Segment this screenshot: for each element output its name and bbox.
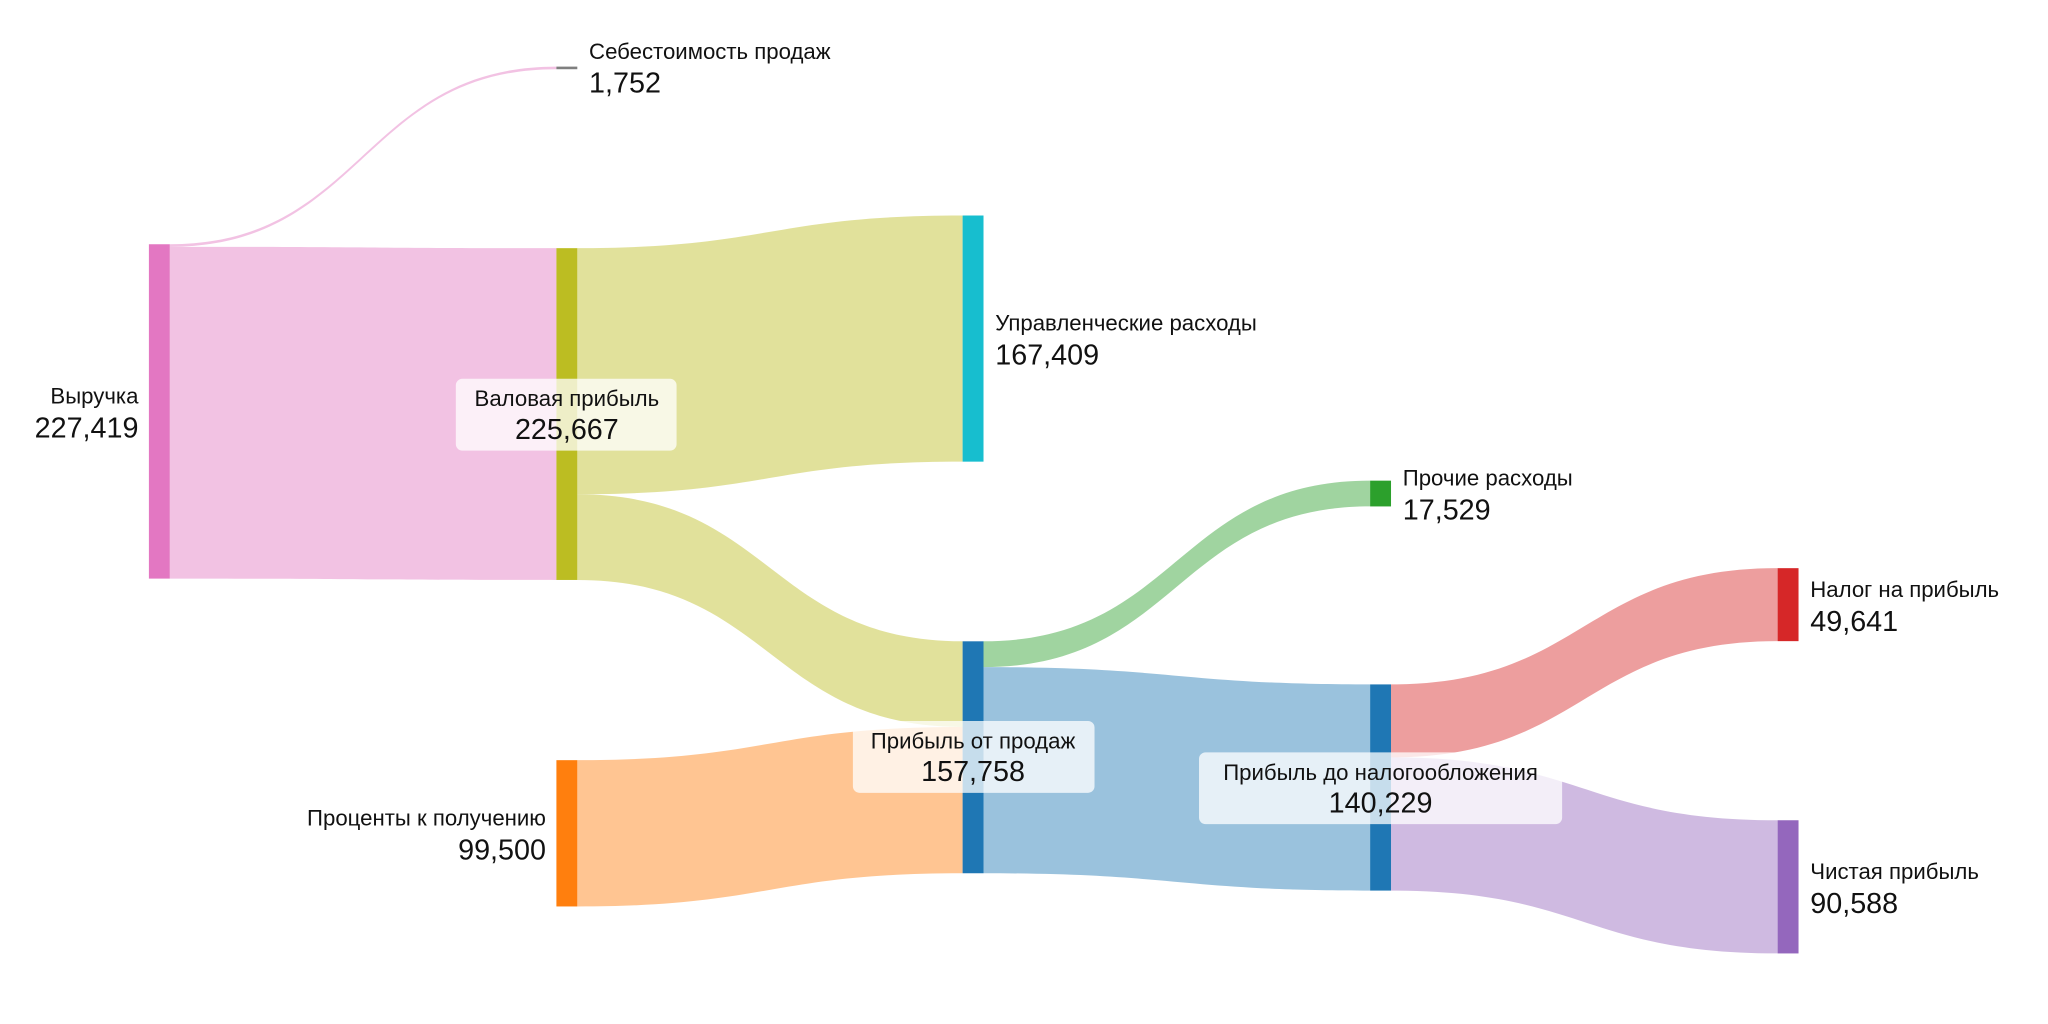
node-net	[1777, 820, 1799, 954]
labels-layer: Выручка 227,419 Себестоимость продаж 1,752В…	[35, 39, 1999, 920]
node-cogs	[556, 66, 578, 70]
label-box-pretax	[1199, 752, 1563, 825]
node-value-tax: 49,641	[1810, 606, 1898, 638]
node-label-pretax: Прибыль до налогообложения	[1223, 760, 1538, 785]
node-value-sales_profit: 157,758	[921, 756, 1025, 788]
node-value-revenue: 227,419	[35, 413, 139, 445]
node-label-tax: Налог на прибыль	[1810, 577, 1999, 602]
node-label-revenue: Выручка	[50, 384, 139, 409]
node-interest	[556, 760, 578, 907]
label-box-gross	[455, 378, 677, 451]
link-pretax-to-tax	[1391, 568, 1778, 758]
node-value-interest: 99,500	[458, 834, 546, 866]
link-revenue-to-cogs	[169, 66, 557, 247]
node-tax	[1777, 568, 1799, 642]
link-gross-to-admin	[577, 215, 963, 495]
node-label-admin: Управленческие расходы	[995, 311, 1257, 336]
node-label-sales_profit: Прибыль от продаж	[871, 728, 1076, 753]
link-revenue-to-gross	[169, 246, 557, 580]
node-value-pretax: 140,229	[1329, 787, 1433, 819]
node-value-gross: 225,667	[515, 414, 619, 446]
node-value-cogs: 1,752	[589, 68, 661, 100]
node-revenue	[148, 244, 170, 579]
node-label-cogs: Себестоимость продаж	[589, 39, 831, 64]
node-label-interest: Проценты к получению	[307, 805, 546, 830]
label-box-sales_profit	[852, 720, 1095, 793]
node-value-net: 90,588	[1810, 888, 1898, 920]
link-gross-to-sales_profit	[577, 494, 963, 727]
node-value-other: 17,529	[1403, 495, 1491, 527]
node-label-net: Чистая прибыль	[1810, 859, 1979, 884]
node-admin	[962, 215, 984, 462]
node-other	[1370, 480, 1392, 507]
link-sales_profit-to-other	[983, 480, 1371, 668]
node-label-other: Прочие расходы	[1403, 466, 1573, 491]
node-value-admin: 167,409	[995, 340, 1099, 372]
node-label-gross: Валовая прибыль	[475, 386, 660, 411]
